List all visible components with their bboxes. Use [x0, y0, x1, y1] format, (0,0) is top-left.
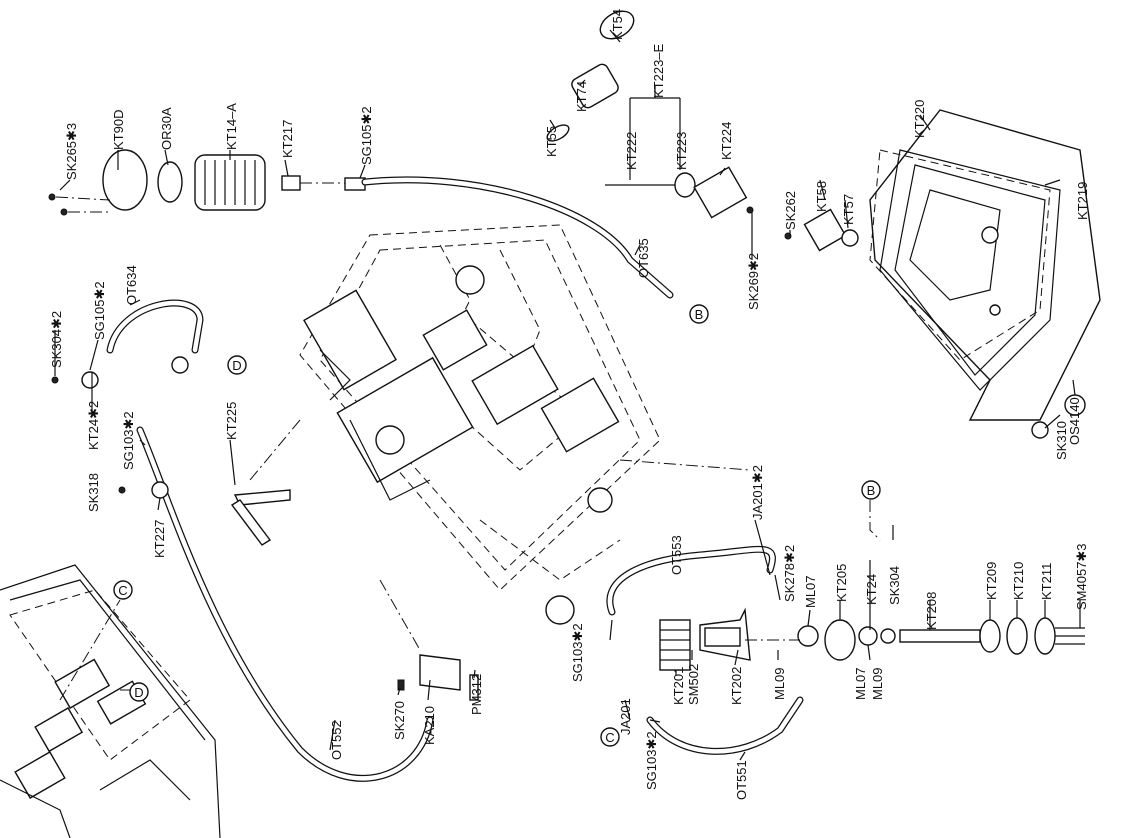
label-kt222: KT222 [624, 132, 639, 170]
label-sg105x2a: SG105✱2 [359, 106, 374, 165]
label-sk310: SK310 [1054, 421, 1069, 460]
reference-markers: B B C C D D [113, 304, 881, 747]
label-kt217: KT217 [280, 120, 295, 158]
label-kt211: KT211 [1039, 563, 1054, 600]
label-kt209: KT209 [984, 562, 999, 600]
label-kt205: KT205 [834, 564, 849, 602]
label-kt14a: KT14–A [224, 103, 239, 150]
ref-b-upper [689, 304, 709, 324]
ref-c-inset-label: C [118, 583, 127, 598]
label-kt227: KT227 [152, 520, 167, 558]
label-sg103x2c: SG103✱2 [644, 731, 659, 790]
label-ka210: KA210 [422, 706, 437, 745]
label-ot634: OT634 [124, 265, 139, 305]
label-sk318: SK318 [86, 473, 101, 512]
label-kt24: KT24 [864, 574, 879, 605]
label-ja201: JA201 [618, 698, 633, 735]
ref-c-inset [113, 580, 133, 600]
leader-lines [54, 29, 1081, 761]
label-ml07b: ML07 [853, 667, 868, 700]
label-kt58: KT58 [814, 181, 829, 212]
label-ot635: OT635 [636, 238, 651, 278]
label-kt55: KT55 [544, 126, 559, 157]
oil-pan [869, 109, 1101, 421]
label-kt24x2: KT24✱2 [86, 401, 101, 450]
ref-d-inset [129, 682, 149, 702]
ref-d-inset-label: D [134, 685, 143, 700]
label-ot551: OT551 [734, 760, 749, 800]
label-ml09a: ML09 [772, 667, 787, 700]
label-sk304x2: SK304✱2 [49, 311, 64, 368]
label-kt57: KT57 [841, 194, 856, 225]
ref-c-lower-label: C [605, 730, 614, 745]
label-kt224: KT224 [719, 122, 734, 160]
hoses [106, 176, 804, 782]
part-labels: KT54 KT74 KT223–E KT55 KT222 KT223 KT224… [49, 9, 1090, 800]
label-ml09b: ML09 [870, 667, 885, 700]
ref-b-lower-label: B [867, 483, 876, 498]
ref-b-lower [861, 480, 881, 500]
ref-b-upper-label: B [695, 307, 704, 322]
label-ot553: OT553 [669, 535, 684, 575]
label-sg105x2b: SG105✱2 [92, 281, 107, 340]
label-kt202: KT202 [729, 667, 744, 705]
filter-assembly [48, 149, 366, 216]
label-sm4057x3: SM4057✱3 [1074, 543, 1089, 610]
label-kt54: KT54 [610, 9, 625, 40]
ref-d-upper [227, 355, 247, 375]
label-or30a: OR30A [159, 107, 174, 150]
inset-detail-view [0, 564, 221, 838]
label-sk265x3: SK265✱3 [64, 123, 79, 180]
label-kt208: KT208 [924, 592, 939, 630]
label-sk269x2: SK269✱2 [746, 253, 761, 310]
ref-d-upper-label: D [232, 358, 241, 373]
label-kt201: KT201 [671, 667, 686, 705]
label-ml07a: ML07 [803, 575, 818, 608]
label-sk304: SK304 [887, 566, 902, 605]
label-kt220: KT220 [912, 100, 927, 138]
label-sk262: SK262 [783, 191, 798, 230]
label-ja201x2: JA201✱2 [750, 465, 765, 520]
label-ot552: OT552 [329, 720, 344, 760]
label-sg103x2a: SG103✱2 [121, 411, 136, 470]
label-kt74: KT74 [574, 81, 589, 112]
label-sk270: SK270 [392, 701, 407, 740]
label-pm312: PM312 [469, 674, 484, 715]
label-sg103x2b: SG103✱2 [570, 623, 585, 682]
label-kt219: KT219 [1075, 182, 1090, 220]
engine-block [299, 224, 661, 625]
label-kt223: KT223 [674, 132, 689, 170]
label-os4140: OS4140 [1067, 397, 1082, 445]
label-kt225: KT225 [224, 402, 239, 440]
label-sk278x2: SK278✱2 [782, 545, 797, 602]
label-sm502: SM502 [686, 664, 701, 705]
label-kt90d: KT90D [111, 110, 126, 150]
label-kt210: KT210 [1011, 562, 1026, 600]
small-parts [51, 10, 1086, 701]
ref-c-lower [600, 727, 620, 747]
label-kt223e: KT223–E [651, 43, 666, 98]
